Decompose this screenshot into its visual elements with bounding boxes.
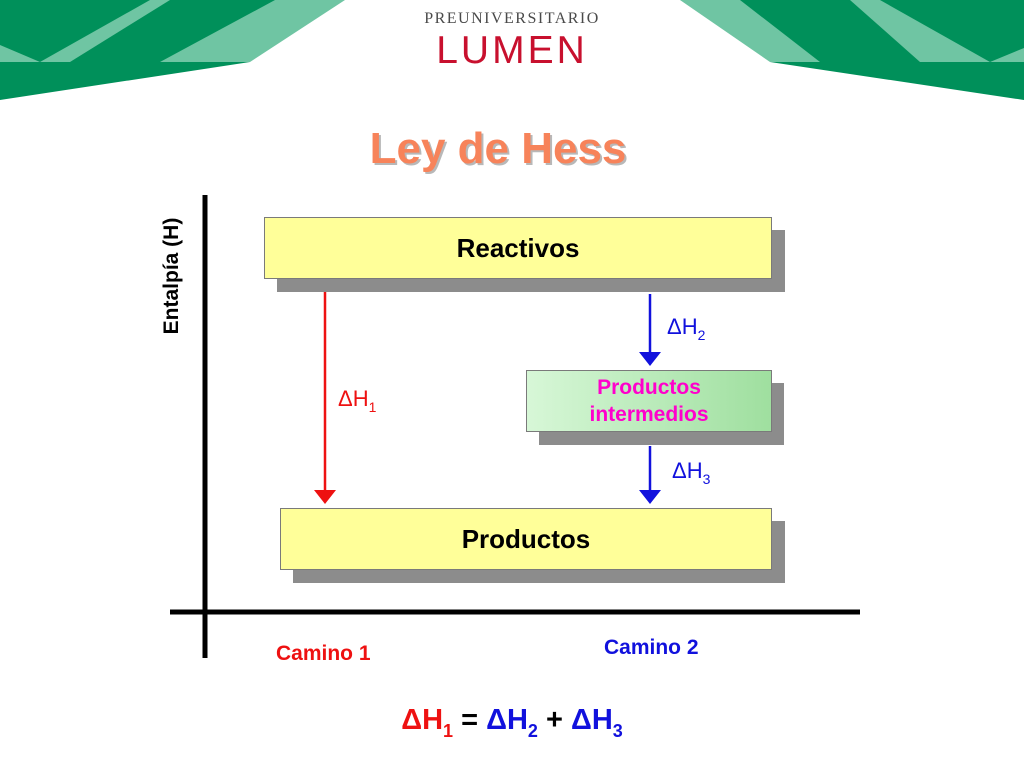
banner-right-dark-2 [880,0,1024,62]
equation-term-1-symbol: ΔH [486,704,528,736]
equation-term-1-sub: 2 [527,721,538,741]
equation-lhs-symbol: ΔH [401,704,444,736]
intermedios-label-line1: Productos [597,376,701,399]
brand-logo: PREUNIVERSITARIO LUMEN [0,10,1024,72]
equation-term-2-sub: 3 [612,721,623,741]
dh2-label: ΔH2 [667,314,705,343]
equation-term-2-symbol: ΔH [570,704,613,736]
dh2-arrow-head [639,352,661,366]
dh2-symbol: ΔH [667,314,698,339]
dh3-subscript: 3 [702,471,711,487]
reactivos-box: Reactivos [264,217,772,279]
dh2-subscript: 2 [697,327,706,343]
page-title: Ley de Hess [369,124,627,173]
equation-equals: = [461,704,479,736]
camino-1-label: Camino 1 [276,642,371,665]
productos-label: Productos [461,523,591,554]
brand-name: LUMEN [436,29,588,72]
dh1-subscript: 1 [368,399,377,415]
header-banner [0,0,1024,100]
hess-equation: ΔH1 = ΔH2 + ΔH3 [0,704,1024,742]
dh1-label: ΔH1 [338,386,376,415]
intermedios-label-line2: intermedios [589,403,709,426]
intermedios-box: Productos intermedios [526,370,772,432]
banner-left-dark-2 [70,0,275,62]
banner-left-edge [0,62,250,100]
banner-right-edge [770,62,1024,100]
equation-lhs: ΔH1 [401,704,453,741]
reactivos-label: Reactivos [456,232,580,263]
dh3-label: ΔH3 [672,458,710,487]
brand-subtitle: PREUNIVERSITARIO [424,10,600,27]
equation-lhs-sub: 1 [443,721,454,741]
banner-right-dark-1 [740,0,920,62]
dh3-arrow-head [639,490,661,504]
camino-2-label: Camino 2 [604,636,699,659]
productos-box: Productos [280,508,772,570]
dh1-arrow-head [314,490,336,504]
dh1-symbol: ΔH [338,386,369,411]
banner-left-dark-1 [0,0,150,62]
equation-term-2: ΔH3 [570,704,623,741]
equation-term-1: ΔH2 [486,704,538,741]
equation-plus: + [545,704,563,736]
dh3-symbol: ΔH [672,458,703,483]
